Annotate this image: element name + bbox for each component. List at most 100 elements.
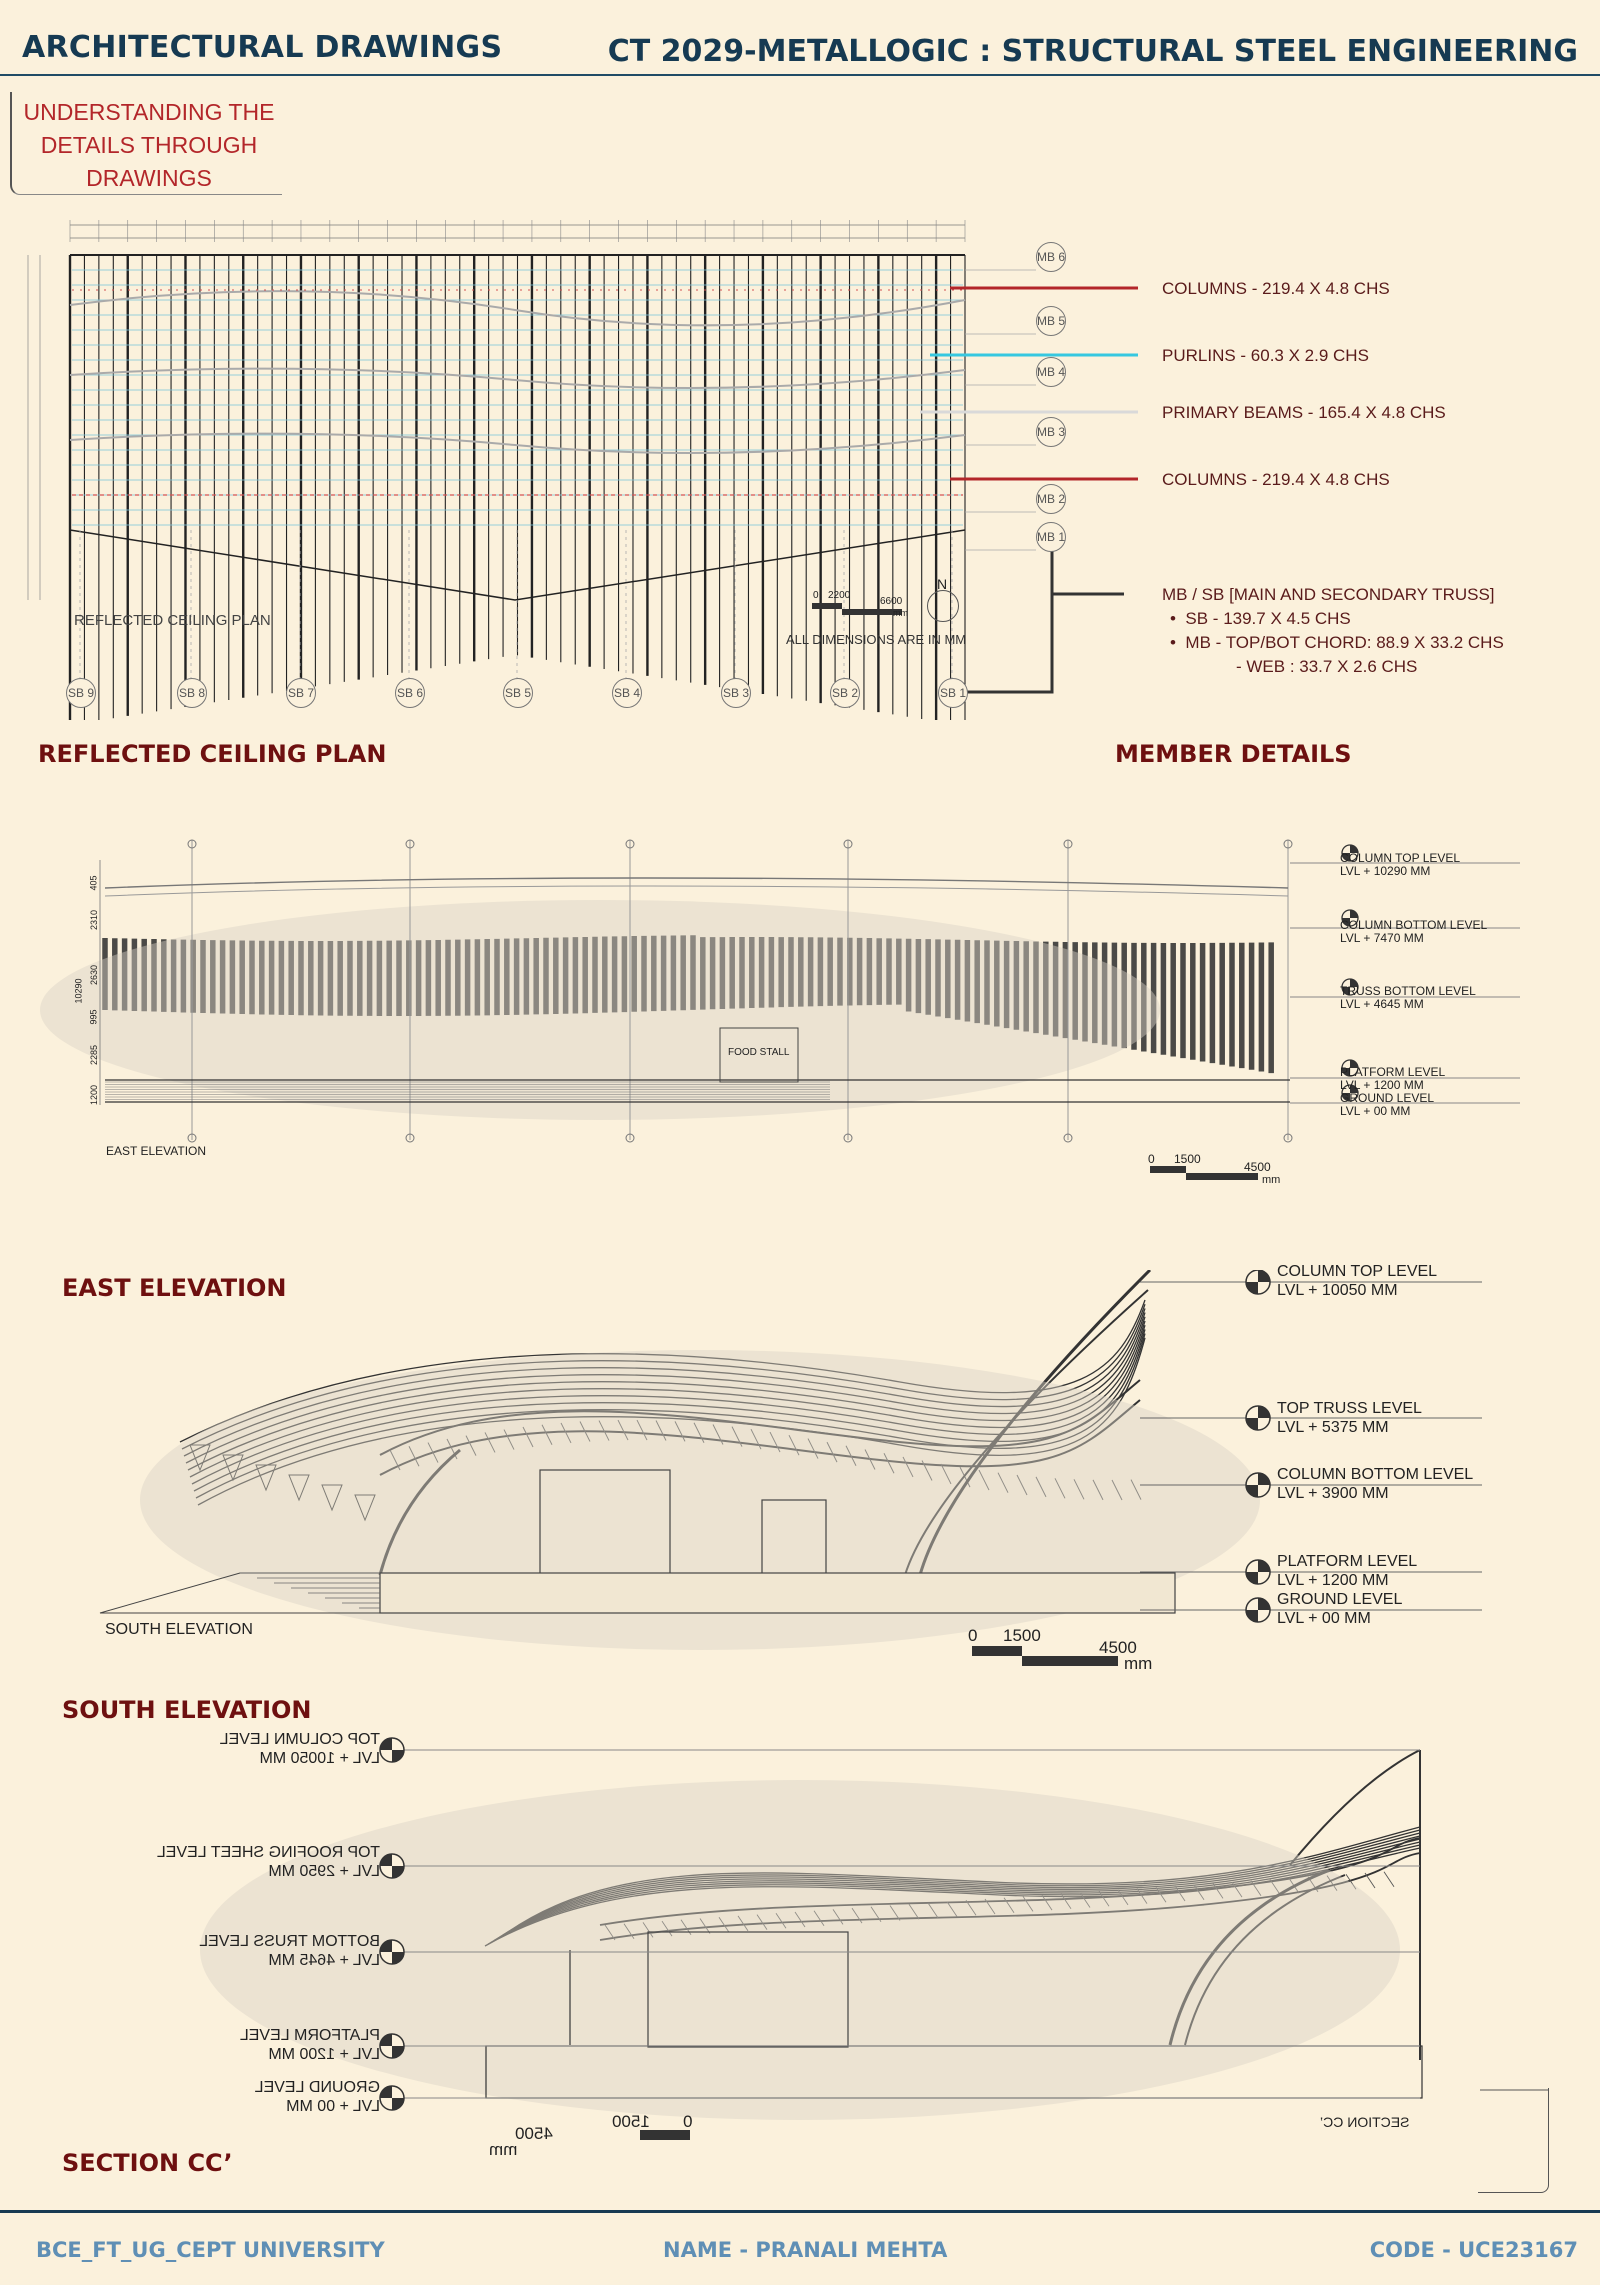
rcp-scale-end: 6600 [880,596,903,607]
south-truss-web [1073,1479,1085,1500]
south-roof-rib [181,1303,1146,1450]
intro-bracket [10,92,282,195]
north-label: N [937,576,948,592]
level-marker-icon [1350,845,1358,853]
south-roof-rib [185,1312,1146,1464]
south-level-0: COLUMN TOP LEVEL LVL + 10050 MM [1277,1262,1477,1300]
south-elevation-drawing [99,1270,1482,1666]
east-grid-bubble [1283,839,1293,849]
cc-truss-web [813,1910,825,1926]
cc-truss-web [1345,1874,1357,1890]
south-roof-rib [189,1320,1146,1478]
cc-truss-web [1022,1896,1034,1912]
south-truss-top [379,1379,1141,1456]
cc-scale-zero: 0 [683,2112,693,2131]
south-truss-web [826,1441,838,1463]
cc-truss-web [661,1920,673,1937]
sb-bubble: SB 3 [721,678,751,708]
south-truss-web [940,1463,952,1485]
south-level-1: TOP TRUSS LEVEL LVL + 5375 MM [1277,1399,1477,1437]
mb-bubble: MB 1 [1036,522,1066,552]
cc-truss-web [604,1924,616,1941]
east-dim: 2630 [89,964,100,986]
south-arch-column [918,1270,1152,1576]
south-cantilever [222,1454,244,1482]
south-truss-web [560,1422,572,1444]
cc-scale-bar [640,2130,690,2140]
east-grid-bubble [187,839,197,849]
level-marker-icon [1342,853,1350,861]
cc-truss-web [718,1916,730,1933]
south-platform [379,1572,1176,1614]
east-total-dim: 10290 [73,978,84,1004]
cc-roof-rib [496,1835,1421,1940]
south-truss-web [1092,1479,1104,1501]
level-marker-icon [1258,1560,1270,1572]
south-roof-rib [179,1299,1146,1443]
level-name: COLUMN TOP LEVEL [1277,1263,1438,1280]
east-grid-bubble [843,1133,853,1143]
east-grid-bubble [843,839,853,849]
callout-truss-bracket [966,550,1054,694]
cc-truss-web [756,1914,768,1930]
level-marker-icon [1350,979,1358,987]
rcp-scale-mid: 2200 [828,590,851,601]
level-marker-icon [1246,1418,1258,1430]
south-truss-web [997,1472,1009,1493]
south-scale-mid: 1500 [1003,1626,1041,1645]
level-marker-icon [1246,1572,1258,1584]
south-roof-rib [191,1325,1146,1485]
east-food-stall-box [719,1027,799,1083]
level-name: TOP ROOFING SHEET LEVEL [156,1844,380,1861]
south-roof-rib [195,1333,1146,1499]
level-name: GROUND LEVEL [254,2079,380,2096]
cc-truss-web [1079,1892,1091,1908]
cc-truss-web [1364,1872,1376,1889]
sb-bubble: SB 6 [395,678,425,708]
south-cantilever [354,1494,376,1522]
east-dim: 995 [88,1009,99,1025]
level-marker-icon [392,1750,404,1762]
east-top-chord [104,877,1289,889]
level-marker-icon [392,2046,404,2058]
cc-truss-web [1326,1875,1338,1891]
cc-truss-web [946,1901,958,1917]
cc-stall-box [647,1931,849,2048]
cc-truss-web [699,1918,711,1934]
level-marker-icon [380,2086,392,2098]
member-item-columns-top: COLUMNS - 219.4 X 4.8 CHS [1162,279,1390,298]
south-cantilever [189,1444,211,1472]
south-truss-web [693,1422,705,1443]
south-truss-web [1035,1476,1047,1498]
sb-bubble: SB 4 [612,678,642,708]
level-name: TRUSS BOTTOM LEVEL [1340,984,1476,998]
level-marker-icon [1258,1406,1270,1418]
level-name: COLUMN BOTTOM LEVEL [1340,918,1488,932]
east-grid-bubble [625,839,635,849]
header-left-title: ARCHITECTURAL DRAWINGS [22,30,503,65]
footer-rule [0,2210,1600,2213]
cc-truss-web [1060,1893,1072,1910]
sb-bubble: SB 5 [503,678,533,708]
level-name: GROUND LEVEL [1277,1591,1403,1608]
south-truss-web [731,1426,743,1447]
east-scale-bar [1150,1166,1186,1173]
cc-truss-web [1383,1871,1395,1887]
south-truss-web [408,1446,420,1467]
cc-level-2: BOTTOM TRUSS LEVEL LVL + 4645 MM [150,1932,380,1970]
level-value: LVL + 7470 MM [1340,931,1424,945]
footer-left: BCE_FT_UG_CEPT UNIVERSITY [36,2238,385,2262]
east-scale-bar [1186,1173,1258,1180]
south-truss-web [978,1469,990,1491]
cc-level-1: TOP ROOFING SHEET LEVEL LVL + 2950 MM [100,1843,380,1881]
cc-truss-web [1098,1890,1110,1907]
header-rule [0,74,1600,76]
east-dim: 2285 [89,1044,100,1066]
south-truss-web [902,1456,914,1478]
level-name: GROUND LEVEL [1340,1091,1435,1105]
cc-scale-mid: 1500 [612,2112,650,2131]
south-truss-web [845,1445,857,1466]
south-scale-zero: 0 [968,1626,978,1645]
south-arch-column [378,1448,461,1576]
east-grid-bubble [187,1133,197,1143]
